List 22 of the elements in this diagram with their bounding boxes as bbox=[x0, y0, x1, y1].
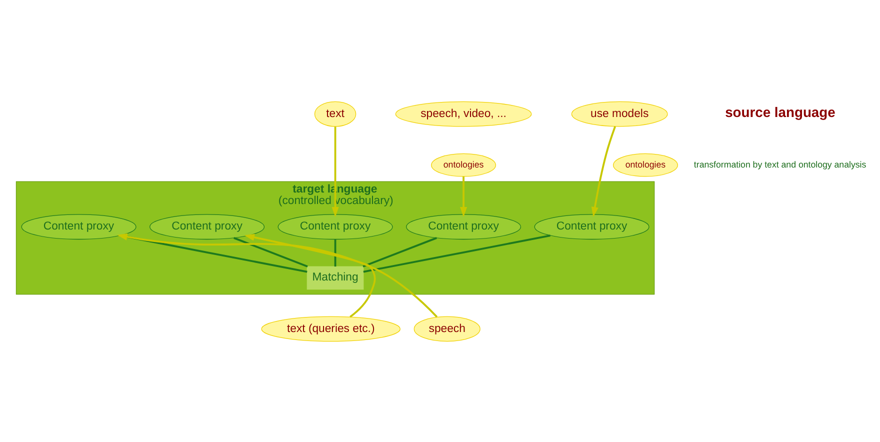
arrow bbox=[117, 232, 438, 318]
node-ellipse: speech, video, ... bbox=[395, 100, 532, 126]
node-ellipse: ontologies bbox=[613, 152, 678, 176]
node-ellipse: Content proxy bbox=[278, 214, 393, 240]
connector bbox=[362, 236, 437, 267]
node-ellipse: use models bbox=[571, 100, 668, 126]
arrow bbox=[460, 176, 468, 217]
connector bbox=[334, 239, 336, 266]
node-box: Matching bbox=[306, 266, 364, 290]
node-ellipse: speech bbox=[414, 316, 480, 342]
node-ellipse: Content proxy bbox=[406, 214, 522, 240]
label: transformation by text and ontology analysis bbox=[694, 158, 866, 169]
node-ellipse: ontologies bbox=[431, 152, 496, 176]
arrow bbox=[244, 233, 376, 318]
node-ellipse: text bbox=[314, 100, 356, 126]
label: source language bbox=[725, 103, 836, 120]
connector bbox=[363, 234, 550, 272]
arrow bbox=[591, 126, 616, 217]
node-ellipse: Content proxy bbox=[534, 214, 650, 240]
arrow bbox=[332, 126, 339, 217]
node-ellipse: text (queries etc.) bbox=[261, 316, 400, 342]
connector bbox=[234, 236, 308, 267]
